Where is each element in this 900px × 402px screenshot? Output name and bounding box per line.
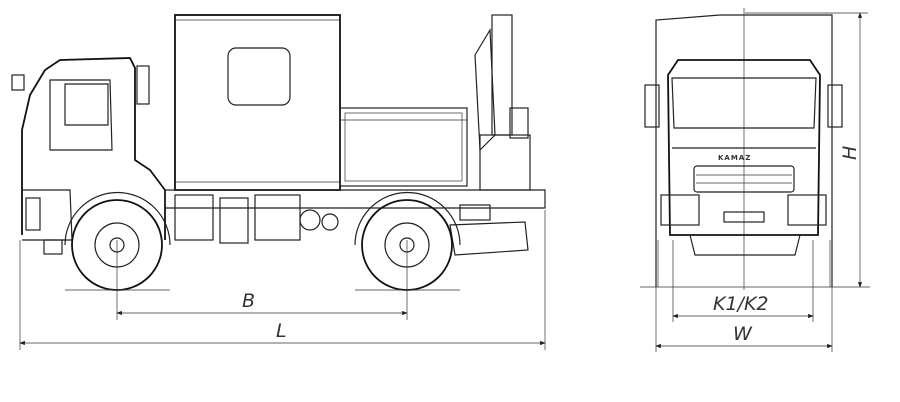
dimension-h: H bbox=[745, 12, 868, 288]
front-wheel bbox=[64, 191, 171, 291]
crane bbox=[474, 14, 531, 191]
cargo-box bbox=[174, 14, 341, 191]
brand-logo: KAMAZ bbox=[718, 154, 751, 162]
chassis bbox=[164, 189, 546, 256]
cab-side bbox=[11, 57, 166, 255]
dimension-w: W bbox=[655, 287, 833, 352]
front-view: KAMAZ H K1/K2 W bbox=[640, 8, 870, 352]
dimension-label-b: B bbox=[242, 290, 255, 312]
side-view: B L bbox=[11, 14, 546, 350]
dimension-k1-k2: K1/K2 bbox=[672, 287, 814, 322]
dimension-label-h: H bbox=[839, 146, 861, 160]
dimension-label-l: L bbox=[276, 320, 287, 342]
flatbed-box bbox=[339, 107, 468, 187]
dimension-label-w: W bbox=[733, 323, 753, 345]
rear-wheel bbox=[354, 191, 461, 291]
dimension-label-k1-k2: K1/K2 bbox=[713, 293, 769, 315]
dimension-b: B bbox=[116, 240, 408, 320]
cab-front: KAMAZ bbox=[644, 59, 843, 256]
dimension-l: L bbox=[19, 210, 546, 350]
